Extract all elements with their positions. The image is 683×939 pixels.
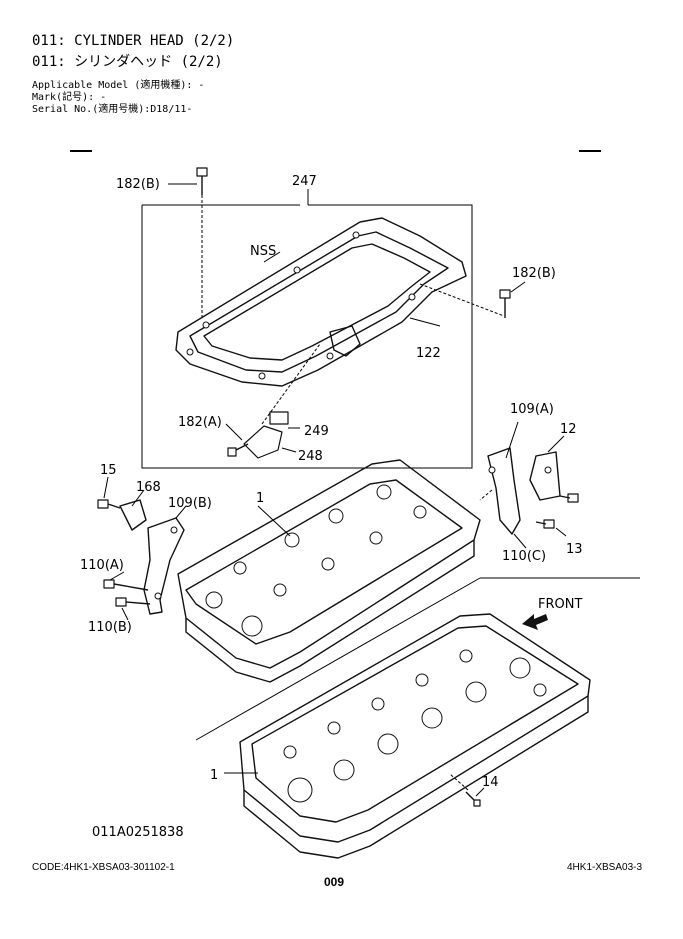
label-248: 248	[298, 449, 323, 464]
cylinder-head-upper	[177, 459, 481, 683]
bracket-109b	[97, 476, 187, 621]
label-front: FRONT	[538, 597, 582, 612]
stud-14	[449, 773, 485, 807]
label-nss: NSS	[250, 244, 276, 259]
label-168: 168	[136, 480, 161, 495]
footer-reference: 4HK1-XBSA03-3	[567, 862, 643, 873]
label-15: 15	[100, 463, 117, 478]
label-110a: 110(A)	[80, 558, 124, 573]
cylinder-head-lower	[224, 613, 591, 859]
label-12: 12	[560, 422, 577, 437]
applicable-model-line: Applicable Model (適用機種): -	[32, 80, 205, 91]
label-1-bottom: 1	[210, 768, 218, 783]
page-title: 011: CYLINDER HEAD (2/2)	[32, 33, 235, 49]
mark-line: Mark(記号): -	[32, 92, 107, 103]
label-110b: 110(B)	[88, 620, 132, 635]
front-arrow	[522, 614, 548, 630]
label-182a: 182(A)	[178, 415, 222, 430]
label-182b-right: 182(B)	[512, 266, 556, 281]
page-number: 009	[324, 875, 345, 889]
label-122: 122	[416, 346, 441, 361]
label-1-top: 1	[256, 491, 264, 506]
bolt-182b-right	[419, 281, 526, 318]
label-182b-top: 182(B)	[116, 177, 160, 192]
drawing-code: 011A0251838	[92, 825, 184, 840]
label-13: 13	[566, 542, 583, 557]
label-109a: 109(A)	[510, 402, 554, 417]
label-14: 14	[482, 775, 499, 790]
separator-dash-left	[70, 150, 92, 152]
group-frame	[141, 204, 473, 469]
label-110c: 110(C)	[502, 549, 546, 564]
footer-code: CODE:4HK1-XBSA03-301102-1	[32, 862, 175, 873]
label-247: 247	[292, 174, 317, 189]
separator-dash-right	[579, 150, 601, 152]
label-109b: 109(B)	[168, 496, 212, 511]
sensor-248	[225, 343, 321, 459]
cylinder-head-cover-gasket	[175, 217, 467, 387]
page-title-japanese: 011: シリンダヘッド (2/2)	[32, 54, 223, 70]
serial-number-line: Serial No.(適用号機):D18/11-	[32, 104, 193, 115]
label-249: 249	[304, 424, 329, 439]
divider-line	[195, 577, 481, 741]
bolt-182b-top	[168, 167, 208, 318]
bracket-109a	[479, 421, 579, 549]
